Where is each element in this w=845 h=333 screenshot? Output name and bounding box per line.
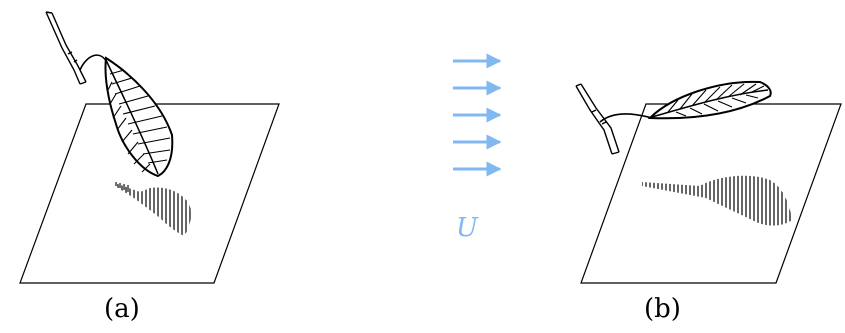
branch-b xyxy=(575,83,620,155)
panel-b xyxy=(575,80,842,284)
leaf-b xyxy=(647,80,772,120)
stem-a xyxy=(79,54,109,71)
leaf-a xyxy=(104,56,174,178)
flow-arrows xyxy=(453,53,502,177)
stem-b xyxy=(599,113,653,123)
shadow-a xyxy=(115,182,191,236)
plate-a xyxy=(19,103,280,284)
caption-a: (a) xyxy=(104,294,140,324)
caption-b: (b) xyxy=(644,294,681,324)
flow-velocity-symbol: U xyxy=(456,213,478,243)
branch-a xyxy=(45,11,87,85)
plate-b xyxy=(580,103,842,284)
shadow-b xyxy=(642,175,792,226)
panel-a xyxy=(19,11,280,284)
